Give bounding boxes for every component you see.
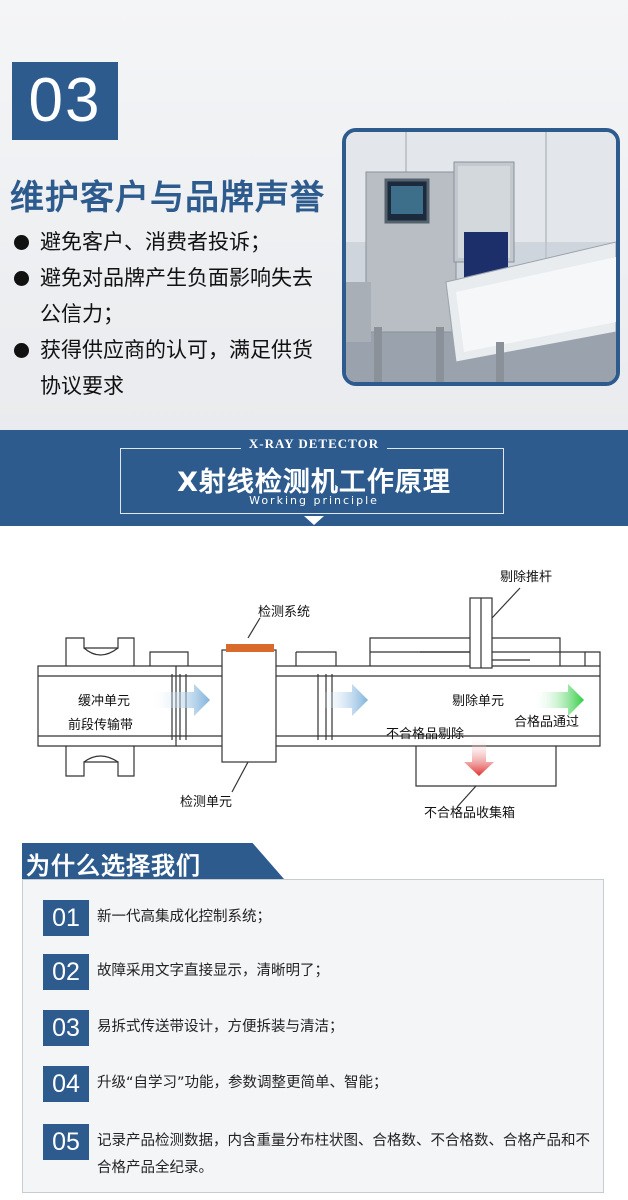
reject-pusher-label: 剔除推杆 [500, 570, 553, 585]
feature-text: 故障采用文字直接显示，清晰明了； [97, 963, 329, 979]
section-title: 维护客户与品牌声誉 [10, 178, 325, 218]
benefit-text: 获得供应商的认可，满足供货协议要求 [40, 338, 313, 398]
bullet-dot-icon [14, 235, 29, 250]
inspection-system-label: 检测系统 [258, 605, 311, 620]
banner-notch [304, 516, 324, 525]
banner-title: X射线检测机工作原理 [177, 467, 451, 498]
machine-photo [342, 128, 620, 386]
front-conveyor-label: 前段传输带 [68, 718, 134, 733]
brand-reputation-section: 03 维护客户与品牌声誉 避免客户、消费者投诉； 避免对品牌产生负面影响失去公信… [0, 0, 628, 430]
reject-arrow-icon [464, 736, 494, 776]
feature-number: 02 [43, 954, 89, 990]
reject-unit-label: 剔除单元 [452, 694, 505, 709]
benefit-text: 避免客户、消费者投诉； [40, 230, 271, 254]
feature-text: 新一代高集成化控制系统； [97, 909, 271, 925]
buffer-unit-label: 缓冲单元 [78, 694, 131, 709]
feature-number: 05 [43, 1124, 89, 1160]
reject-bin-label: 不合格品收集箱 [424, 806, 516, 821]
working-principle-banner: X-RAY DETECTOR X射线检测机工作原理 Working princi… [0, 430, 628, 526]
feature-number: 01 [43, 900, 89, 936]
working-principle-diagram: 检测系统 剔除推杆 缓冲单元 前段传输带 剔除单元 合格品通过 不合格品剔除 检… [0, 540, 628, 840]
machine-schematic [37, 587, 601, 807]
benefit-list: 避免客户、消费者投诉； 避免对品牌产生负面影响失去公信力； 获得供应商的认可，满… [12, 224, 332, 404]
flow-arrow-icon [150, 684, 210, 716]
why-choose-us-tab [22, 843, 284, 879]
flow-arrow-icon [318, 684, 368, 716]
xray-machine-illustration [346, 132, 616, 382]
banner-subtitle: Working principle [249, 494, 379, 507]
section-number-badge: 03 [12, 62, 118, 140]
feature-text: 升级“自学习”功能，参数调整更简单、智能； [97, 1075, 388, 1091]
feature-number: 03 [43, 1010, 89, 1046]
banner-english-title: X-RAY DETECTOR [240, 436, 388, 451]
benefit-item: 获得供应商的认可，满足供货协议要求 [12, 332, 332, 404]
feature-text: 易拆式传送带设计，方便拆装与清洁； [97, 1019, 344, 1035]
bullet-dot-icon [14, 343, 29, 358]
bullet-dot-icon [14, 271, 29, 286]
reject-defective-label: 不合格品剔除 [386, 727, 465, 742]
benefit-text: 避免对品牌产生负面影响失去公信力； [40, 266, 313, 326]
pass-through-label: 合格品通过 [514, 715, 580, 730]
inspection-unit-label: 检测单元 [180, 795, 233, 810]
pass-arrow-icon [532, 684, 584, 716]
benefit-item: 避免客户、消费者投诉； [12, 224, 332, 260]
feature-text: 记录产品检测数据，内含重量分布柱状图、合格数、不合格数、合格产品和不合格产品全纪… [97, 1133, 590, 1176]
why-choose-us-panel: 01 新一代高集成化控制系统； 02 故障采用文字直接显示，清晰明了； 03 易… [22, 879, 604, 1193]
why-choose-us-title: 为什么选择我们 [26, 852, 201, 880]
feature-number: 04 [43, 1066, 89, 1102]
benefit-item: 避免对品牌产生负面影响失去公信力； [12, 260, 332, 332]
